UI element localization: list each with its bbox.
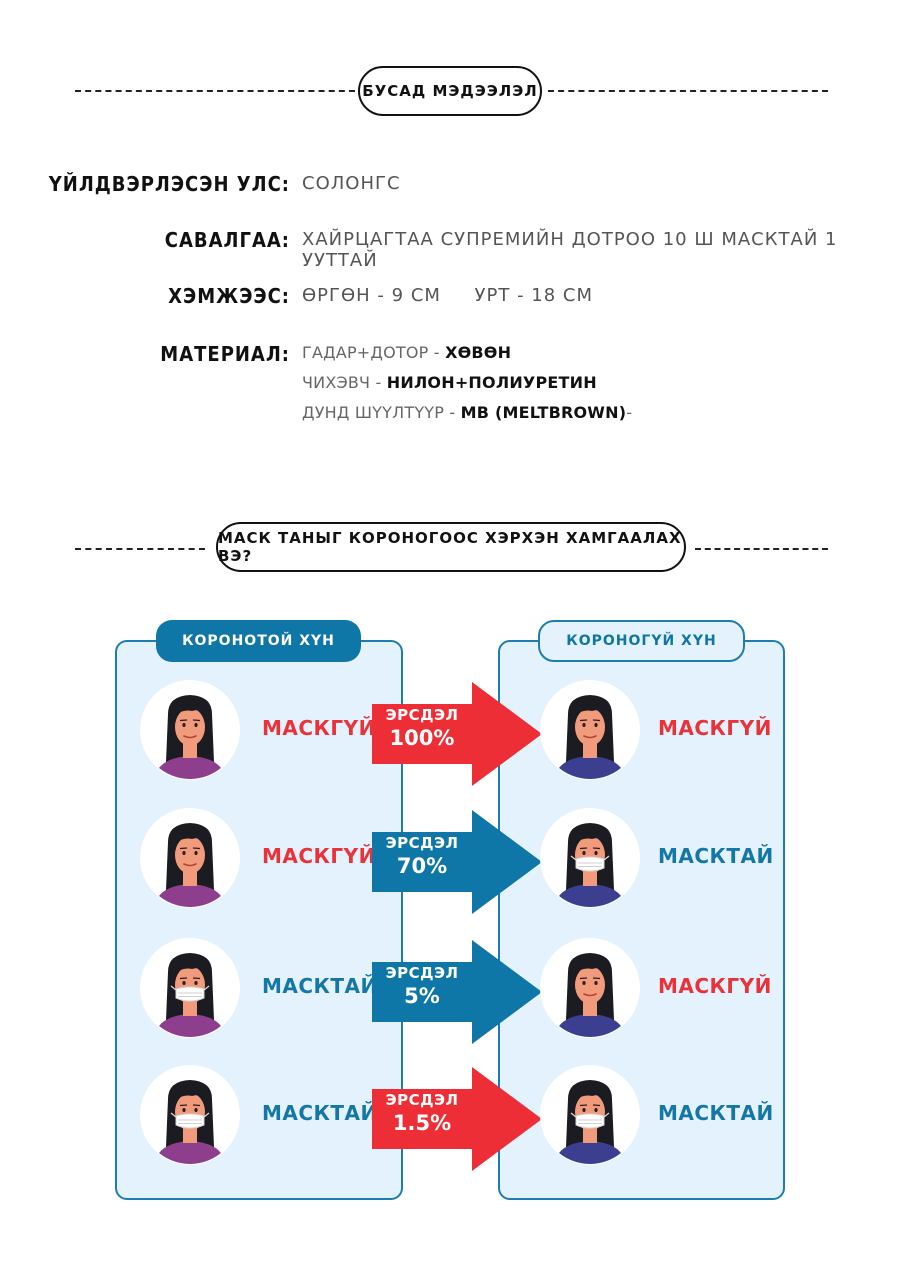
material-suffix: - [626,403,633,422]
risk-text: ЭРСДЭЛ 1.5% [372,1091,472,1135]
healthy-mask-status: МАСКГҮЙ [658,974,772,998]
info-value-packaging: ХАЙРЦАГТАА СУПРЕМИЙН ДОТРОО 10 Ш МАСКТАЙ… [302,229,838,271]
risk-arrow: ЭРСДЭЛ 70% [372,810,542,914]
material-value: ХӨВӨН [445,343,512,362]
section-title-mask-protection: МАСК ТАНЫГ КОРОНОГООС ХЭРХЭН ХАМГААЛАХ В… [216,522,686,572]
infected-mask-status: МАСКТАЙ [262,1101,378,1125]
risk-text: ЭРСДЭЛ 70% [372,834,472,878]
risk-arrow: ЭРСДЭЛ 100% [372,682,542,786]
healthy-person-masked-avatar [540,808,640,908]
infected-person-avatar [140,680,240,780]
tab-infected-person: КОРОНОТОЙ ХҮН [156,620,361,662]
divider-left [75,90,355,92]
healthy-person-masked-avatar [540,1065,640,1165]
material-value: НИЛОН+ПОЛИУРЕТИН [386,373,597,392]
infected-person-masked-avatar [140,1065,240,1165]
infected-person-masked-avatar [140,938,240,1038]
info-label-country: ҮЙЛДВЭРЛЭСЭН УЛС: [48,172,290,196]
healthy-person-avatar [540,938,640,1038]
material-line-1: ГАДАР+ДОТОР - ХӨВӨН [302,343,511,362]
healthy-mask-status: МАСКТАЙ [658,844,774,868]
infected-mask-status: МАСКГҮЙ [262,844,376,868]
material-value: MB (MELTBROWN) [460,403,627,422]
section-title-other-info: БУСАД МЭДЭЭЛЭЛ [358,66,542,116]
risk-value: 1.5% [392,1111,452,1135]
infected-person-avatar [140,808,240,908]
risk-text: ЭРСДЭЛ 100% [372,706,472,750]
risk-label: ЭРСДЭЛ [385,834,459,852]
risk-text: ЭРСДЭЛ 5% [372,964,472,1008]
material-part: ДУНД ШҮҮЛТҮҮР - [302,403,461,422]
info-label-packaging: САВАЛГАА: [164,228,290,252]
risk-arrow: ЭРСДЭЛ 5% [372,940,542,1044]
healthy-person-avatar [540,680,640,780]
risk-label: ЭРСДЭЛ [385,964,459,982]
info-label-size: ХЭМЖЭЭС: [168,284,290,308]
risk-value: 70% [396,854,448,878]
infected-mask-status: МАСКТАЙ [262,974,378,998]
divider-right-2 [695,548,828,550]
risk-label: ЭРСДЭЛ [385,706,459,724]
risk-label: ЭРСДЭЛ [385,1091,459,1109]
info-value-size: ӨРГӨН - 9 СМ УРТ - 18 СМ [302,285,594,306]
material-part: ЧИХЭВЧ - [302,373,387,392]
info-label-material: МАТЕРИАЛ: [160,342,290,366]
info-value-country: СОЛОНГС [302,173,401,194]
infected-mask-status: МАСКГҮЙ [262,716,376,740]
risk-value: 100% [389,726,455,750]
risk-arrow: ЭРСДЭЛ 1.5% [372,1067,542,1171]
divider-left-2 [75,548,205,550]
material-line-3: ДУНД ШҮҮЛТҮҮР - MB (MELTBROWN)- [302,403,632,422]
risk-value: 5% [404,984,440,1008]
material-part: ГАДАР+ДОТОР - [302,343,446,362]
healthy-mask-status: МАСКТАЙ [658,1101,774,1125]
healthy-mask-status: МАСКГҮЙ [658,716,772,740]
material-line-2: ЧИХЭВЧ - НИЛОН+ПОЛИУРЕТИН [302,373,597,392]
tab-healthy-person: КОРОНОГҮЙ ХҮН [538,620,745,662]
divider-right [548,90,828,92]
